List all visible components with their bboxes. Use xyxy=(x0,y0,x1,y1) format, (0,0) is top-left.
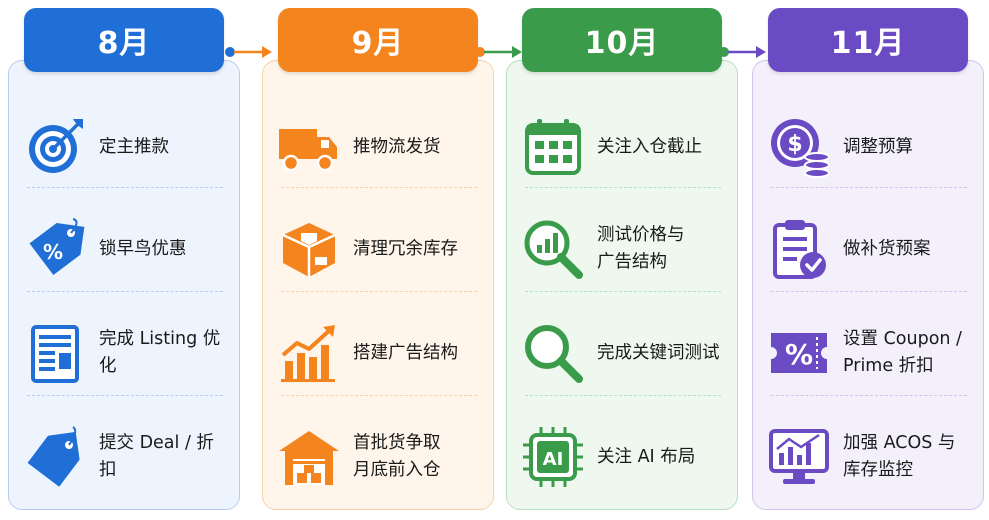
deal-tag-icon xyxy=(23,425,87,489)
month-card: 关注入仓截止 测试价格与 广告结构 完成关键词测试 AI 关注 AI 布局 xyxy=(506,60,738,510)
task-label: 首批货争取 月底前入仓 xyxy=(353,433,441,480)
task-label: 做补货预案 xyxy=(843,238,931,259)
task-item: 提交 Deal / 折扣 xyxy=(23,409,229,505)
month-header: 11月 xyxy=(768,8,968,72)
task-item: % 锁早鸟优惠 xyxy=(23,201,229,297)
month-column-1: 推物流发货 清理冗余库存 搭建广告结构 首批货争取 月底前入仓 9月 xyxy=(262,8,496,514)
task-label: 调整预算 xyxy=(843,136,913,157)
divider xyxy=(281,395,477,396)
task-item: 测试价格与 广告结构 xyxy=(521,201,727,297)
arrow-connector xyxy=(224,43,274,61)
task-item: 首批货争取 月底前入仓 xyxy=(277,409,483,505)
divider xyxy=(27,291,223,292)
task-item: % 设置 Coupon / Prime 折扣 xyxy=(767,305,973,401)
month-header: 8月 xyxy=(24,8,224,72)
task-item: AI 关注 AI 布局 xyxy=(521,409,727,505)
svg-text:%: % xyxy=(785,338,813,371)
svg-text:AI: AI xyxy=(543,449,564,470)
task-label: 清理冗余库存 xyxy=(353,238,458,259)
divider xyxy=(771,291,967,292)
analytics-magnifier-icon xyxy=(521,217,585,281)
divider xyxy=(281,291,477,292)
task-label: 测试价格与 广告结构 xyxy=(597,225,685,272)
discount-tag-icon: % xyxy=(23,217,87,281)
target-icon xyxy=(23,115,87,179)
task-label: 完成 Listing 优化 xyxy=(99,329,221,376)
divider xyxy=(281,187,477,188)
task-label: 推物流发货 xyxy=(353,136,441,157)
warehouse-icon xyxy=(277,425,341,489)
divider xyxy=(27,187,223,188)
divider xyxy=(771,187,967,188)
divider xyxy=(525,395,721,396)
task-item: 关注入仓截止 xyxy=(521,99,727,195)
task-label: 提交 Deal / 折扣 xyxy=(99,433,214,480)
task-item: 完成关键词测试 xyxy=(521,305,727,401)
task-label: 关注 AI 布局 xyxy=(597,446,696,467)
task-item: 做补货预案 xyxy=(767,201,973,297)
clipboard-check-icon xyxy=(767,217,831,281)
task-item: $ 调整预算 xyxy=(767,99,973,195)
task-item: 完成 Listing 优化 xyxy=(23,305,229,401)
svg-text:$: $ xyxy=(787,132,802,157)
ai-chip-icon: AI xyxy=(521,425,585,489)
divider xyxy=(771,395,967,396)
search-icon xyxy=(521,321,585,385)
month-card: 推物流发货 清理冗余库存 搭建广告结构 首批货争取 月底前入仓 xyxy=(262,60,494,510)
task-label: 关注入仓截止 xyxy=(597,136,702,157)
task-label: 加强 ACOS 与 库存监控 xyxy=(843,433,956,480)
divider xyxy=(525,187,721,188)
delivery-truck-icon xyxy=(277,115,341,179)
month-column-2: 关注入仓截止 测试价格与 广告结构 完成关键词测试 AI 关注 AI 布局 10… xyxy=(506,8,740,514)
task-label: 设置 Coupon / Prime 折扣 xyxy=(843,329,962,376)
month-column-3: $ 调整预算 做补货预案 % 设置 Coupon / Prime 折扣 加强 A… xyxy=(752,8,986,514)
task-label: 完成关键词测试 xyxy=(597,342,720,363)
monitor-chart-icon xyxy=(767,425,831,489)
month-card: $ 调整预算 做补货预案 % 设置 Coupon / Prime 折扣 加强 A… xyxy=(752,60,984,510)
arrow-connector xyxy=(474,43,524,61)
task-item: 加强 ACOS 与 库存监控 xyxy=(767,409,973,505)
task-item: 搭建广告结构 xyxy=(277,305,483,401)
divider xyxy=(27,395,223,396)
task-label: 定主推款 xyxy=(99,136,169,157)
task-item: 定主推款 xyxy=(23,99,229,195)
arrow-connector xyxy=(718,43,768,61)
task-label: 锁早鸟优惠 xyxy=(99,238,187,259)
svg-text:%: % xyxy=(43,240,63,264)
growth-chart-icon xyxy=(277,321,341,385)
budget-coin-icon: $ xyxy=(767,115,831,179)
calendar-icon xyxy=(521,115,585,179)
coupon-percent-icon: % xyxy=(767,321,831,385)
inventory-box-icon xyxy=(277,217,341,281)
month-header: 9月 xyxy=(278,8,478,72)
month-column-0: 定主推款 % 锁早鸟优惠 完成 Listing 优化 提交 Deal / 折扣 … xyxy=(8,8,242,514)
task-item: 清理冗余库存 xyxy=(277,201,483,297)
month-header: 10月 xyxy=(522,8,722,72)
divider xyxy=(525,291,721,292)
listing-document-icon xyxy=(23,321,87,385)
task-item: 推物流发货 xyxy=(277,99,483,195)
month-card: 定主推款 % 锁早鸟优惠 完成 Listing 优化 提交 Deal / 折扣 xyxy=(8,60,240,510)
task-label: 搭建广告结构 xyxy=(353,342,458,363)
